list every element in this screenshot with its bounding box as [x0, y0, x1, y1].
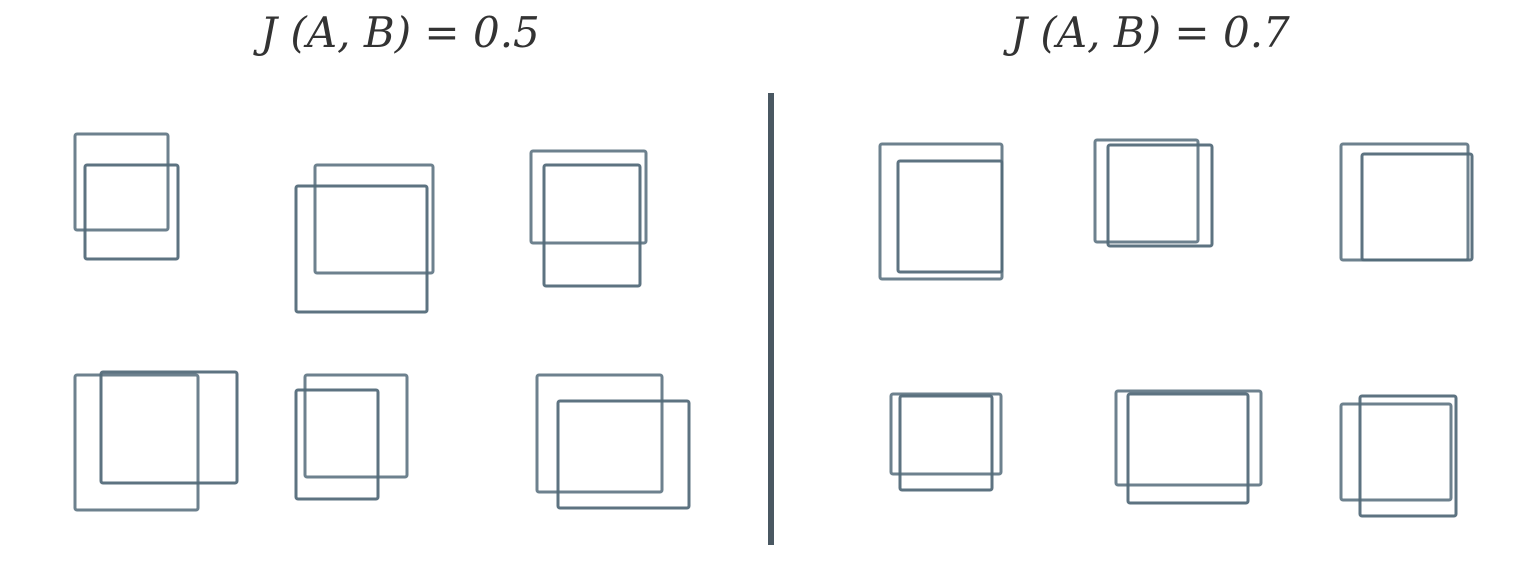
box-b: [898, 394, 994, 492]
box-a: [529, 149, 648, 245]
box-a: [1339, 402, 1453, 502]
box-a: [889, 392, 1003, 476]
box-a: [313, 163, 435, 275]
box-pair-9: [1339, 142, 1474, 262]
box-pair-6: [535, 373, 691, 510]
box-b: [1358, 394, 1458, 518]
box-pair-10: [889, 392, 1003, 492]
box-b: [1126, 392, 1250, 505]
box-pair-4: [73, 370, 239, 512]
box-pair-1: [73, 132, 180, 261]
box-a: [1114, 389, 1263, 487]
box-b: [556, 399, 691, 510]
box-pairs: [73, 132, 1474, 518]
box-pair-2: [294, 163, 435, 314]
box-pair-3: [529, 149, 648, 288]
box-pair-8: [1093, 138, 1214, 248]
box-pair-11: [1114, 389, 1263, 505]
box-b: [1360, 152, 1474, 262]
box-pair-5: [294, 373, 409, 501]
box-a: [73, 132, 170, 232]
box-pair-7: [878, 142, 1004, 281]
box-b: [896, 159, 1004, 274]
box-b: [542, 163, 642, 288]
box-a: [303, 373, 409, 479]
box-a: [1339, 142, 1470, 262]
box-a: [535, 373, 664, 494]
box-b: [83, 163, 180, 261]
box-pair-12: [1339, 394, 1458, 518]
box-b: [99, 370, 239, 485]
box-b: [1106, 143, 1214, 248]
box-b: [294, 388, 380, 501]
box-a: [73, 373, 200, 512]
box-a: [1093, 138, 1200, 244]
box-b: [294, 184, 429, 314]
right-panel-title: J (A, B) = 0.7: [1010, 8, 1290, 57]
left-panel-title: J (A, B) = 0.5: [260, 8, 540, 57]
